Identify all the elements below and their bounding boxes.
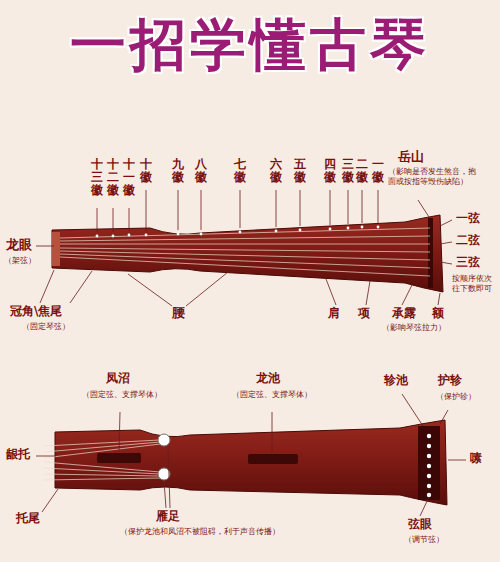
note-text: （固定琴弦） [22,322,70,331]
hui-label: 十徽 [140,158,152,184]
hui-dots [96,226,380,238]
part-label: 护轸 [438,374,462,388]
part-label: 额 [432,307,444,321]
part-label: 雁足 [156,510,180,524]
note-text: 按顺序依次往下数即可 [452,274,496,293]
goose-foot [158,434,170,446]
part-label: 龙池 [256,372,280,386]
part-label: 一弦 [456,212,480,226]
hui-label: 十一徽 [123,158,135,198]
qin-top-body [52,215,443,292]
longchi-slot [248,454,298,464]
note-text: （固定弦、支撑琴体） [82,390,162,399]
part-label: 轸池 [384,374,408,388]
hui-label: 一徽 [372,158,384,184]
part-label: 龙眼 [6,238,32,253]
leader-lines-top [36,190,452,306]
hui-label: 九徽 [172,158,184,184]
strings-top [60,228,430,276]
qin-bottom-body [55,420,447,505]
yueshan [428,218,433,288]
hui-label: 五徽 [294,158,306,184]
zhen-chi [418,426,440,500]
note-text: （调节弦） [404,535,444,544]
part-label: 肩 [328,307,340,321]
fengzhao-slot [97,453,141,463]
part-label: 嗉 [470,452,482,466]
dragon-eye [52,232,60,266]
hui-label: 七徽 [234,158,246,184]
hui-label: 二徽 [356,158,368,184]
part-label: 承露 [392,307,416,321]
part-label: 龈托 [6,448,30,462]
leader-lines-bottom [36,394,466,516]
note-text: （影响是否发生煞音，抱面或按指等毁伤缺陷） [388,167,483,186]
note-text: （影响琴弦拉力） [382,323,446,333]
part-label: 二弦 [456,234,480,248]
goose-foot [158,468,170,480]
title: 一招学懂古琴 [0,8,500,84]
strings-bottom [44,440,160,480]
hui-label: 四徽 [324,158,336,184]
note-text: （固定弦、支撑琴体） [232,390,312,399]
part-label: 凤沼 [106,372,130,386]
note-text: （保护轸） [436,392,476,401]
part-label: 项 [358,307,370,321]
hui-label: 三徽 [342,158,354,184]
hui-label: 八徽 [195,158,207,184]
part-label: 弦眼 [408,518,432,532]
part-label: 腰 [172,306,185,321]
note-text: （保护龙池和凤沼不被阻碍，利于声音传播） [120,527,320,537]
part-label: 托尾 [16,512,40,526]
part-label: 冠角\焦尾 [10,305,62,319]
part-label: 三弦 [456,256,480,270]
tuning-pegs [427,434,431,497]
hui-label: 十二徽 [107,158,119,198]
hui-label: 十三徽 [91,158,103,198]
note-text: （架弦） [4,256,36,265]
part-label: 岳山 [398,150,424,165]
hui-label: 六徽 [270,158,282,184]
